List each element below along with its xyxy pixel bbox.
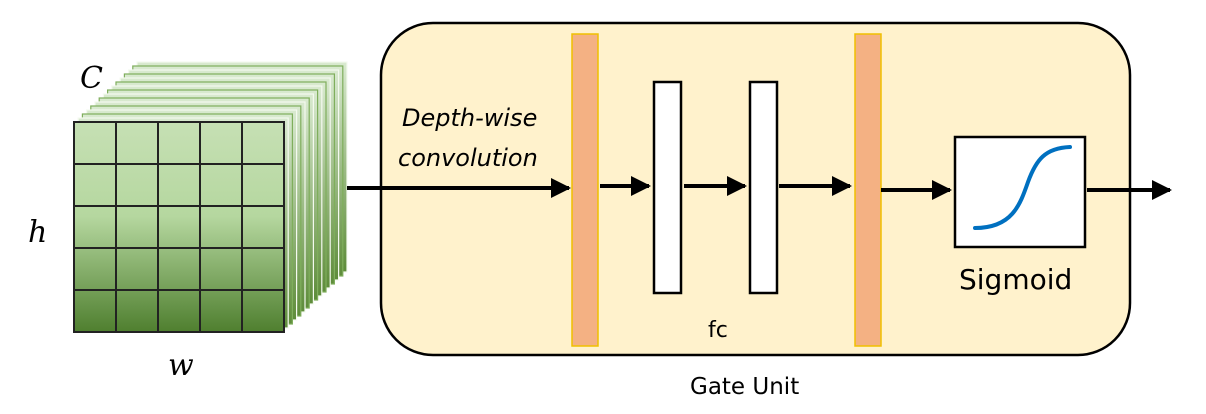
fc-label: fc <box>708 318 728 343</box>
pooled-vector-1 <box>571 33 599 347</box>
sigmoid-label: Sigmoid <box>959 263 1072 296</box>
fc-layer-1 <box>652 80 683 295</box>
sigmoid-curve-icon <box>973 145 1072 230</box>
height-dimension-label: h <box>28 215 47 250</box>
depthwise-label-line1: Depth-wise <box>402 104 537 132</box>
feature-map-grid-lines <box>74 122 284 332</box>
gate-unit-title: Gate Unit <box>690 374 799 400</box>
width-dimension-label: w <box>168 348 194 383</box>
sigmoid-box <box>953 135 1087 249</box>
feature-map-front-face <box>73 121 285 333</box>
fc-layer-2 <box>748 80 779 295</box>
depthwise-label-line2: convolution <box>398 144 538 172</box>
channel-dimension-label: C <box>80 61 103 96</box>
pooled-vector-2 <box>854 33 882 347</box>
feature-map-stack <box>73 61 348 333</box>
